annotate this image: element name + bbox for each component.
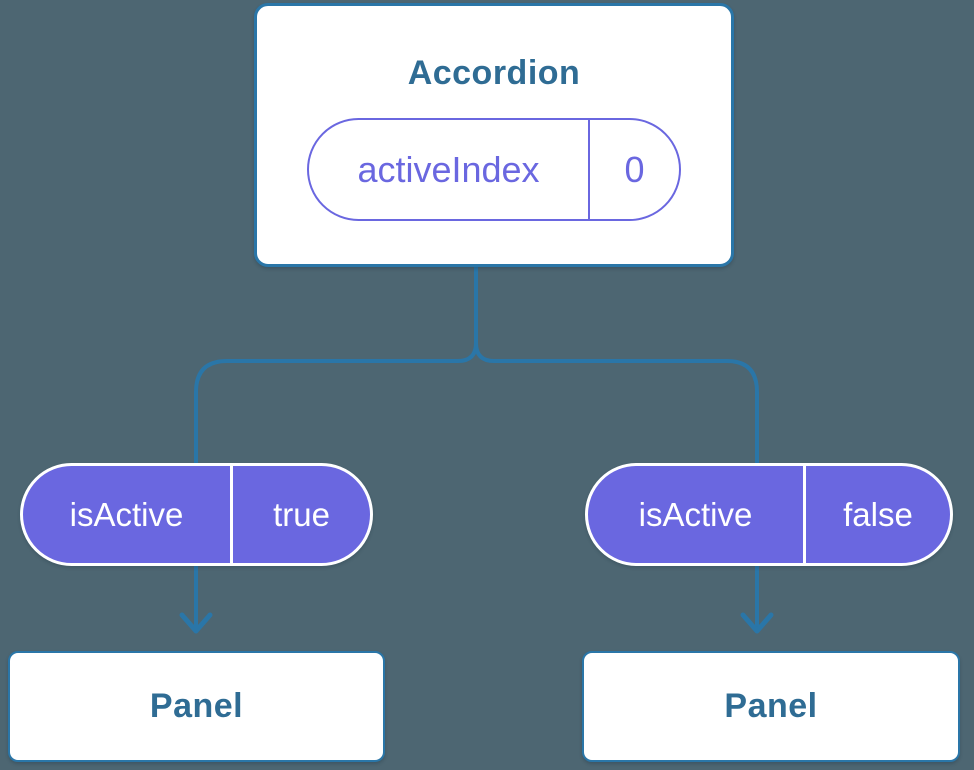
left-arrowhead-icon (179, 612, 213, 634)
state-pill: activeIndex 0 (307, 118, 681, 221)
prop-pill-right: isActive false (585, 463, 953, 566)
state-name: activeIndex (357, 148, 540, 190)
accordion-node-title: Accordion (407, 54, 581, 92)
panel-node-title-right: Panel (724, 687, 818, 725)
prop-pill-left: isActive true (20, 463, 373, 566)
prop-pill-right-divider (803, 466, 806, 563)
prop-value-right: false (843, 495, 913, 533)
panel-node-card-left: Panel (8, 651, 385, 762)
accordion-node-card: Accordion activeIndex 0 (254, 3, 734, 267)
prop-value-left: true (273, 495, 330, 533)
panel-node-card-right: Panel (582, 651, 960, 762)
right-branch-connector (474, 265, 759, 630)
prop-pill-left-divider (230, 466, 233, 563)
right-arrowhead-icon (740, 612, 774, 634)
left-branch-connector (194, 265, 478, 630)
prop-name-left: isActive (69, 495, 184, 533)
prop-name-right: isActive (638, 495, 753, 533)
state-pill-divider (588, 120, 590, 219)
panel-node-title-left: Panel (149, 687, 244, 725)
state-value: 0 (624, 148, 645, 190)
